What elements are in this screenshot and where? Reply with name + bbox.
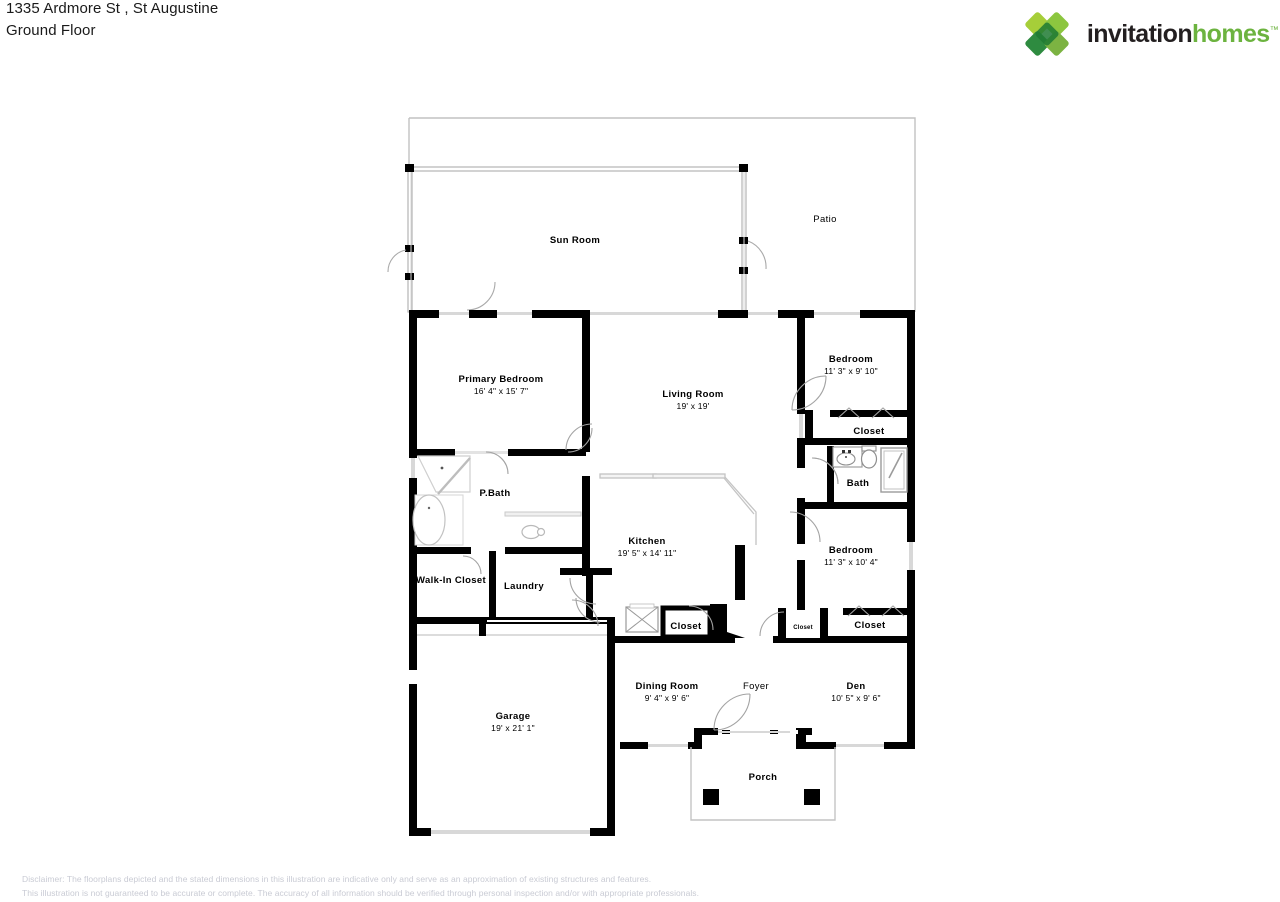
header-title-block: 1335 Ardmore St , St Augustine Ground Fl…: [6, 0, 218, 42]
small-closet-box: [786, 610, 820, 638]
range-stove: [625, 603, 659, 633]
sun-room-glazing: [410, 172, 745, 310]
sink-bath: [832, 446, 863, 468]
brand-wordmark: invitationhomes™: [1086, 19, 1279, 49]
floor-label: Ground Floor: [6, 22, 96, 39]
patio-outline: [408, 117, 916, 312]
property-address: 1335 Ardmore St , St Augustine: [6, 0, 219, 17]
porch-column-right: [804, 789, 820, 805]
shower-stall-bath: [880, 447, 908, 493]
garage-step-line: [417, 634, 607, 636]
disclaimer-line-2: This illustration is not guaranteed to b…: [22, 888, 699, 898]
brand-name-invitation: invitation: [1086, 19, 1193, 48]
brand-name-homes: homes: [1192, 19, 1270, 48]
house-walls: [409, 310, 915, 836]
brand-logo: invitationhomes™: [1019, 10, 1279, 58]
garage-top-fill: [417, 620, 607, 622]
four-diamond-pinwheel-icon: [1025, 12, 1069, 56]
brand-trademark: ™: [1269, 24, 1279, 35]
sink-primary: [504, 511, 582, 540]
bathtub-oval: [412, 494, 464, 546]
kitchen-counters: [599, 473, 757, 545]
door-arcs: [462, 375, 905, 731]
sun-room-door-arcs: [387, 240, 767, 311]
corner-shower: [417, 455, 471, 495]
interior-partitions: [409, 617, 487, 636]
disclaimer-line-1: Disclaimer: The floorplans depicted and …: [22, 874, 652, 884]
toilet-bath: [860, 445, 878, 469]
disclaimer: Disclaimer: The floorplans depicted and …: [22, 872, 699, 900]
porch-outline: [690, 747, 836, 821]
sun-room-walls: [405, 164, 748, 313]
porch-column-left: [703, 789, 719, 805]
